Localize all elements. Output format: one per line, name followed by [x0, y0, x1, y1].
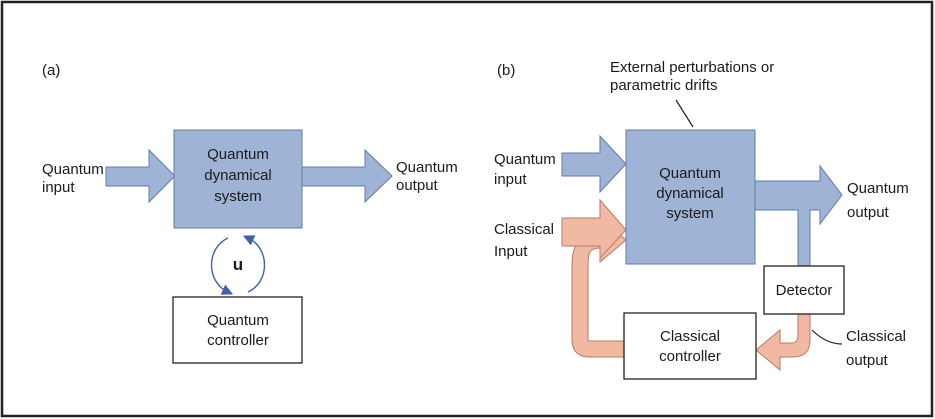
panel-b: (b) External perturbations or parametric…: [494, 59, 909, 380]
panel-b-system-label-3: system: [666, 205, 714, 222]
classical-input-arrow: [561, 198, 627, 260]
panel-b-quantum-input-label-2: input: [494, 171, 527, 188]
panel-a-input-label-1: Quantum: [42, 161, 104, 178]
classical-input-label-1: Classical: [494, 221, 554, 238]
perturbation-label-2: parametric drifts: [610, 77, 718, 94]
panel-a-system-label-2: dynamical: [204, 167, 272, 184]
classical-controller-label-1: Classical: [660, 328, 720, 345]
panel-b-system-label-1: Quantum: [659, 165, 721, 182]
panel-b-quantum-output-arrow: [754, 164, 843, 267]
classical-controller-box: [623, 312, 757, 380]
quantum-system-box: [173, 129, 303, 229]
panel-a-output-label-2: output: [396, 177, 439, 194]
loop-arrow-right: [242, 235, 266, 293]
perturbation-label-1: External perturbations or: [610, 59, 774, 76]
quantum-controller-box: [172, 296, 303, 364]
classical-output-pointer: [811, 329, 843, 345]
classical-controller-label-2: controller: [659, 348, 721, 365]
quantum-output-arrow: [301, 148, 393, 204]
control-symbol-u: u: [233, 255, 243, 274]
panel-b-quantum-output-label-1: Quantum: [847, 180, 909, 197]
perturbation-pointer: [675, 99, 694, 128]
detector-box: [763, 265, 845, 315]
panel-a-controller-label-2: controller: [207, 332, 269, 349]
panel-a-system-label-1: Quantum: [207, 146, 269, 163]
panel-b-system-label-2: dynamical: [656, 185, 724, 202]
classical-output-label-2: output: [846, 352, 889, 369]
panel-b-label: (b): [497, 62, 515, 79]
classical-output-arrow: [755, 313, 811, 372]
loop-arrow-left: [210, 237, 234, 295]
panel-b-quantum-input-arrow: [561, 134, 627, 194]
classical-input-label-2: Input: [494, 243, 528, 260]
panel-a-input-label-2: input: [42, 179, 75, 196]
panel-b-quantum-input-label-1: Quantum: [494, 151, 556, 168]
panel-b-quantum-system-box: [625, 129, 756, 265]
panel-b-quantum-output-label-2: output: [847, 204, 890, 221]
classical-output-label-1: Classical: [846, 328, 906, 345]
panel-a-label: (a): [42, 62, 60, 79]
panel-a-system-label-3: system: [214, 188, 262, 205]
panel-a: (a) Quantum input Quantum dynamical syst…: [42, 62, 458, 364]
quantum-input-arrow: [105, 148, 176, 204]
panel-a-controller-label-1: Quantum: [207, 312, 269, 329]
panel-a-output-label-1: Quantum: [396, 159, 458, 176]
detector-label: Detector: [776, 282, 833, 299]
